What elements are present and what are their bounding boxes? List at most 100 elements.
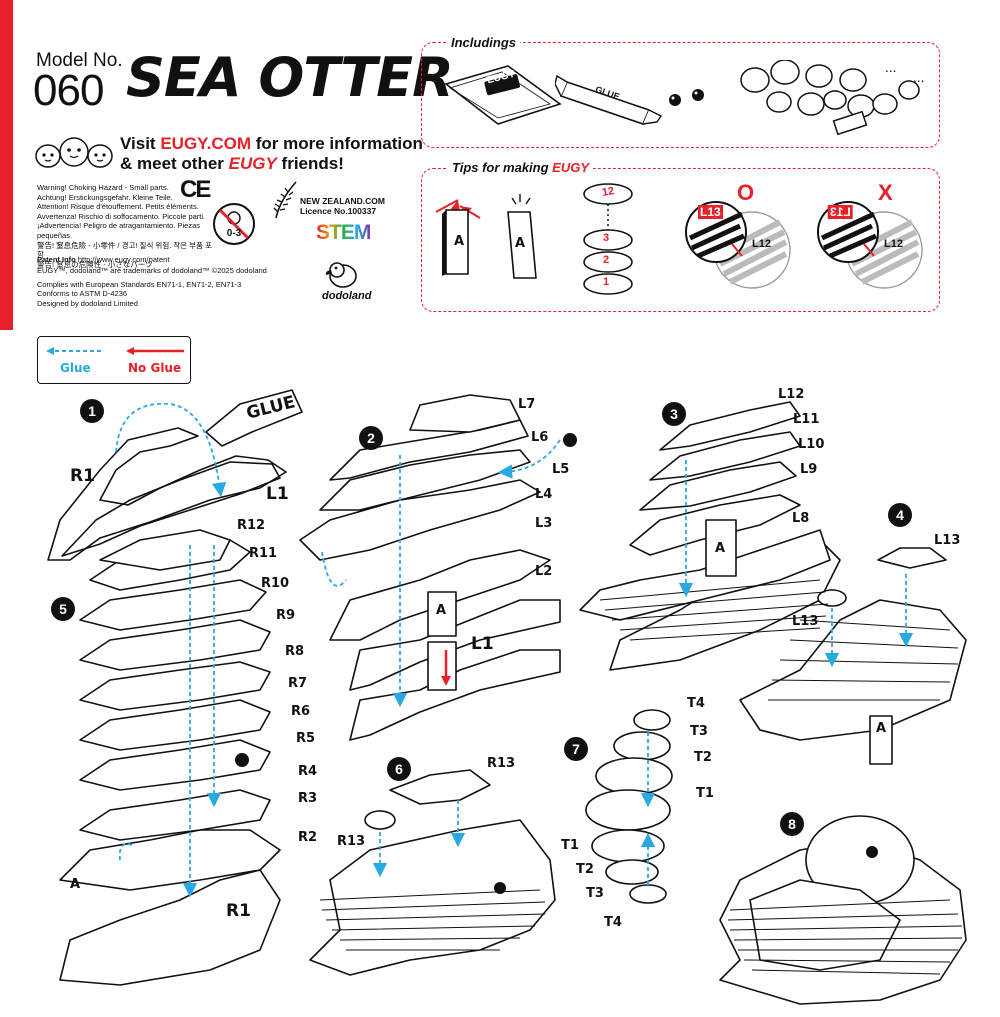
- step5-label-a: A: [70, 877, 81, 892]
- step3-label-l12: L12: [778, 387, 805, 402]
- step5-label-r5: R5: [296, 731, 316, 746]
- correct-mark: O: [737, 180, 755, 205]
- step3-stack: [579, 401, 841, 671]
- step3-label-l11: L11: [793, 412, 820, 427]
- legend-glue: Glue: [60, 361, 91, 375]
- step-number-1: 1: [80, 399, 104, 423]
- eye-beads-icon: [669, 89, 704, 106]
- choking-warnings: Warning! Choking Hazard - Small parts. A…: [37, 183, 213, 269]
- step1-glue-tube: [205, 389, 303, 447]
- step7-label-t2-bottom: T2: [576, 862, 594, 877]
- step5-label-r7: R7: [288, 676, 308, 691]
- step2-label-l5: L5: [552, 462, 570, 477]
- disc-number-3: 3: [603, 232, 610, 244]
- step6-body: [309, 769, 556, 976]
- step5-label-r6: R6: [291, 704, 311, 719]
- tip-piece-letter-2: A: [515, 236, 526, 251]
- arrow-legend: Glue No Glue: [37, 336, 191, 384]
- step2-label-l6: L6: [531, 430, 549, 445]
- wrong-part-bottom: L12: [884, 238, 903, 250]
- step5-label-r2: R2: [298, 830, 318, 845]
- step1-piece-r1: [47, 427, 287, 561]
- step-number-3: 3: [662, 402, 686, 426]
- finished-piece-tip-icon: [507, 194, 537, 279]
- stem-badge: STEM: [316, 221, 371, 244]
- step3-label-l8: L8: [792, 511, 810, 526]
- step2-label-l4: L4: [535, 487, 553, 502]
- step-number-7: 7: [564, 737, 588, 761]
- nz-licence: NEW ZEALAND.COM Licence No.100337: [300, 196, 385, 216]
- step2-label-l1: L1: [471, 634, 494, 654]
- step2-label-l3: L3: [535, 516, 553, 531]
- step-number-8: 8: [780, 812, 804, 836]
- step2-eye-bead: [563, 433, 577, 447]
- disc-number-2: 2: [603, 254, 610, 266]
- correct-part-bottom: L12: [752, 238, 771, 250]
- eugy-mascots-icon: [35, 137, 113, 168]
- step5-stack: [59, 529, 281, 986]
- step7-label-t4-top: T4: [687, 696, 705, 711]
- layer-lines: [319, 579, 963, 975]
- step6-label-r13-eye: R13: [337, 834, 366, 849]
- step3-label-l9: L9: [800, 462, 818, 477]
- step1-label-l1: L1: [266, 484, 289, 504]
- legend-no-glue: No Glue: [128, 361, 182, 375]
- designer-credit: Designed by dodoland Limited: [37, 299, 138, 308]
- step4-label-l13-top: L13: [934, 533, 961, 548]
- step4-label-a: A: [876, 721, 887, 736]
- press-piece-tip-icon: [435, 199, 481, 276]
- step8-finished-otter: [719, 815, 967, 1005]
- disc-number-1: 1: [603, 276, 610, 288]
- svg-text:...: ...: [885, 61, 896, 75]
- step3-label-a: A: [715, 541, 726, 556]
- step7-label-t4-bottom: T4: [604, 915, 622, 930]
- step5-label-r3: R3: [298, 791, 318, 806]
- step5-label-r11: R11: [249, 546, 278, 561]
- eugy-link[interactable]: EUGY.COM: [160, 134, 252, 153]
- step6-eye: [494, 882, 506, 894]
- step5-label-r8: R8: [285, 644, 305, 659]
- model-label: Model No.: [36, 50, 123, 71]
- step2-stack: [299, 394, 561, 741]
- step2-label-l2: L2: [535, 564, 553, 579]
- numbered-discs-icon: [583, 183, 633, 295]
- standards-text: Complies with European Standards EN71-1,…: [37, 280, 242, 298]
- visit-text: Visit EUGY.COM for more information & me…: [120, 134, 423, 173]
- includings-title: Includings: [447, 35, 520, 50]
- instruction-booklet-icon: [444, 65, 562, 125]
- step2-label-a: A: [436, 603, 447, 618]
- svg-text:...: ...: [913, 71, 924, 85]
- step-number-6: 6: [387, 757, 411, 781]
- patent-info: Patent Info http://www.eugy.com/patent: [37, 255, 170, 264]
- step5-label-r10: R10: [261, 576, 290, 591]
- step7-label-t1-bottom: T1: [561, 838, 579, 853]
- step7-tail: [585, 709, 673, 904]
- fern-icon: [273, 181, 297, 219]
- red-side-bar: [0, 0, 13, 330]
- model-number: 060: [33, 66, 104, 115]
- step6-label-r13-top: R13: [487, 756, 516, 771]
- tips-title: Tips for making EUGY: [448, 160, 594, 175]
- step3-label-l10: L10: [798, 437, 825, 452]
- step7-label-t1-top: T1: [696, 786, 714, 801]
- age-warning-icon: 0-3: [212, 202, 256, 246]
- step5-label-r1: R1: [226, 901, 251, 921]
- wrong-mark: X: [878, 180, 893, 205]
- dodoland-logo-text: dodoland: [322, 290, 372, 302]
- step7-label-t3-top: T3: [690, 724, 708, 739]
- puzzle-pieces-icon: ... ...: [740, 60, 924, 136]
- step8-eye: [866, 846, 878, 858]
- ce-mark: CE: [180, 176, 211, 203]
- step1-piece-l1: [61, 461, 281, 557]
- step2-label-l7: L7: [518, 397, 536, 412]
- eugy-brand-logo: EUGY: [228, 154, 277, 173]
- step7-label-t2-top: T2: [694, 750, 712, 765]
- tips-box: [421, 168, 940, 312]
- step5-label-r12: R12: [237, 518, 266, 533]
- step5-label-r4: R4: [298, 764, 318, 779]
- correct-orientation-icon: [685, 201, 791, 289]
- step5-eye-bead: [235, 753, 249, 767]
- dodo-bird-icon: [325, 262, 357, 288]
- product-title: SEA OTTER: [126, 46, 454, 109]
